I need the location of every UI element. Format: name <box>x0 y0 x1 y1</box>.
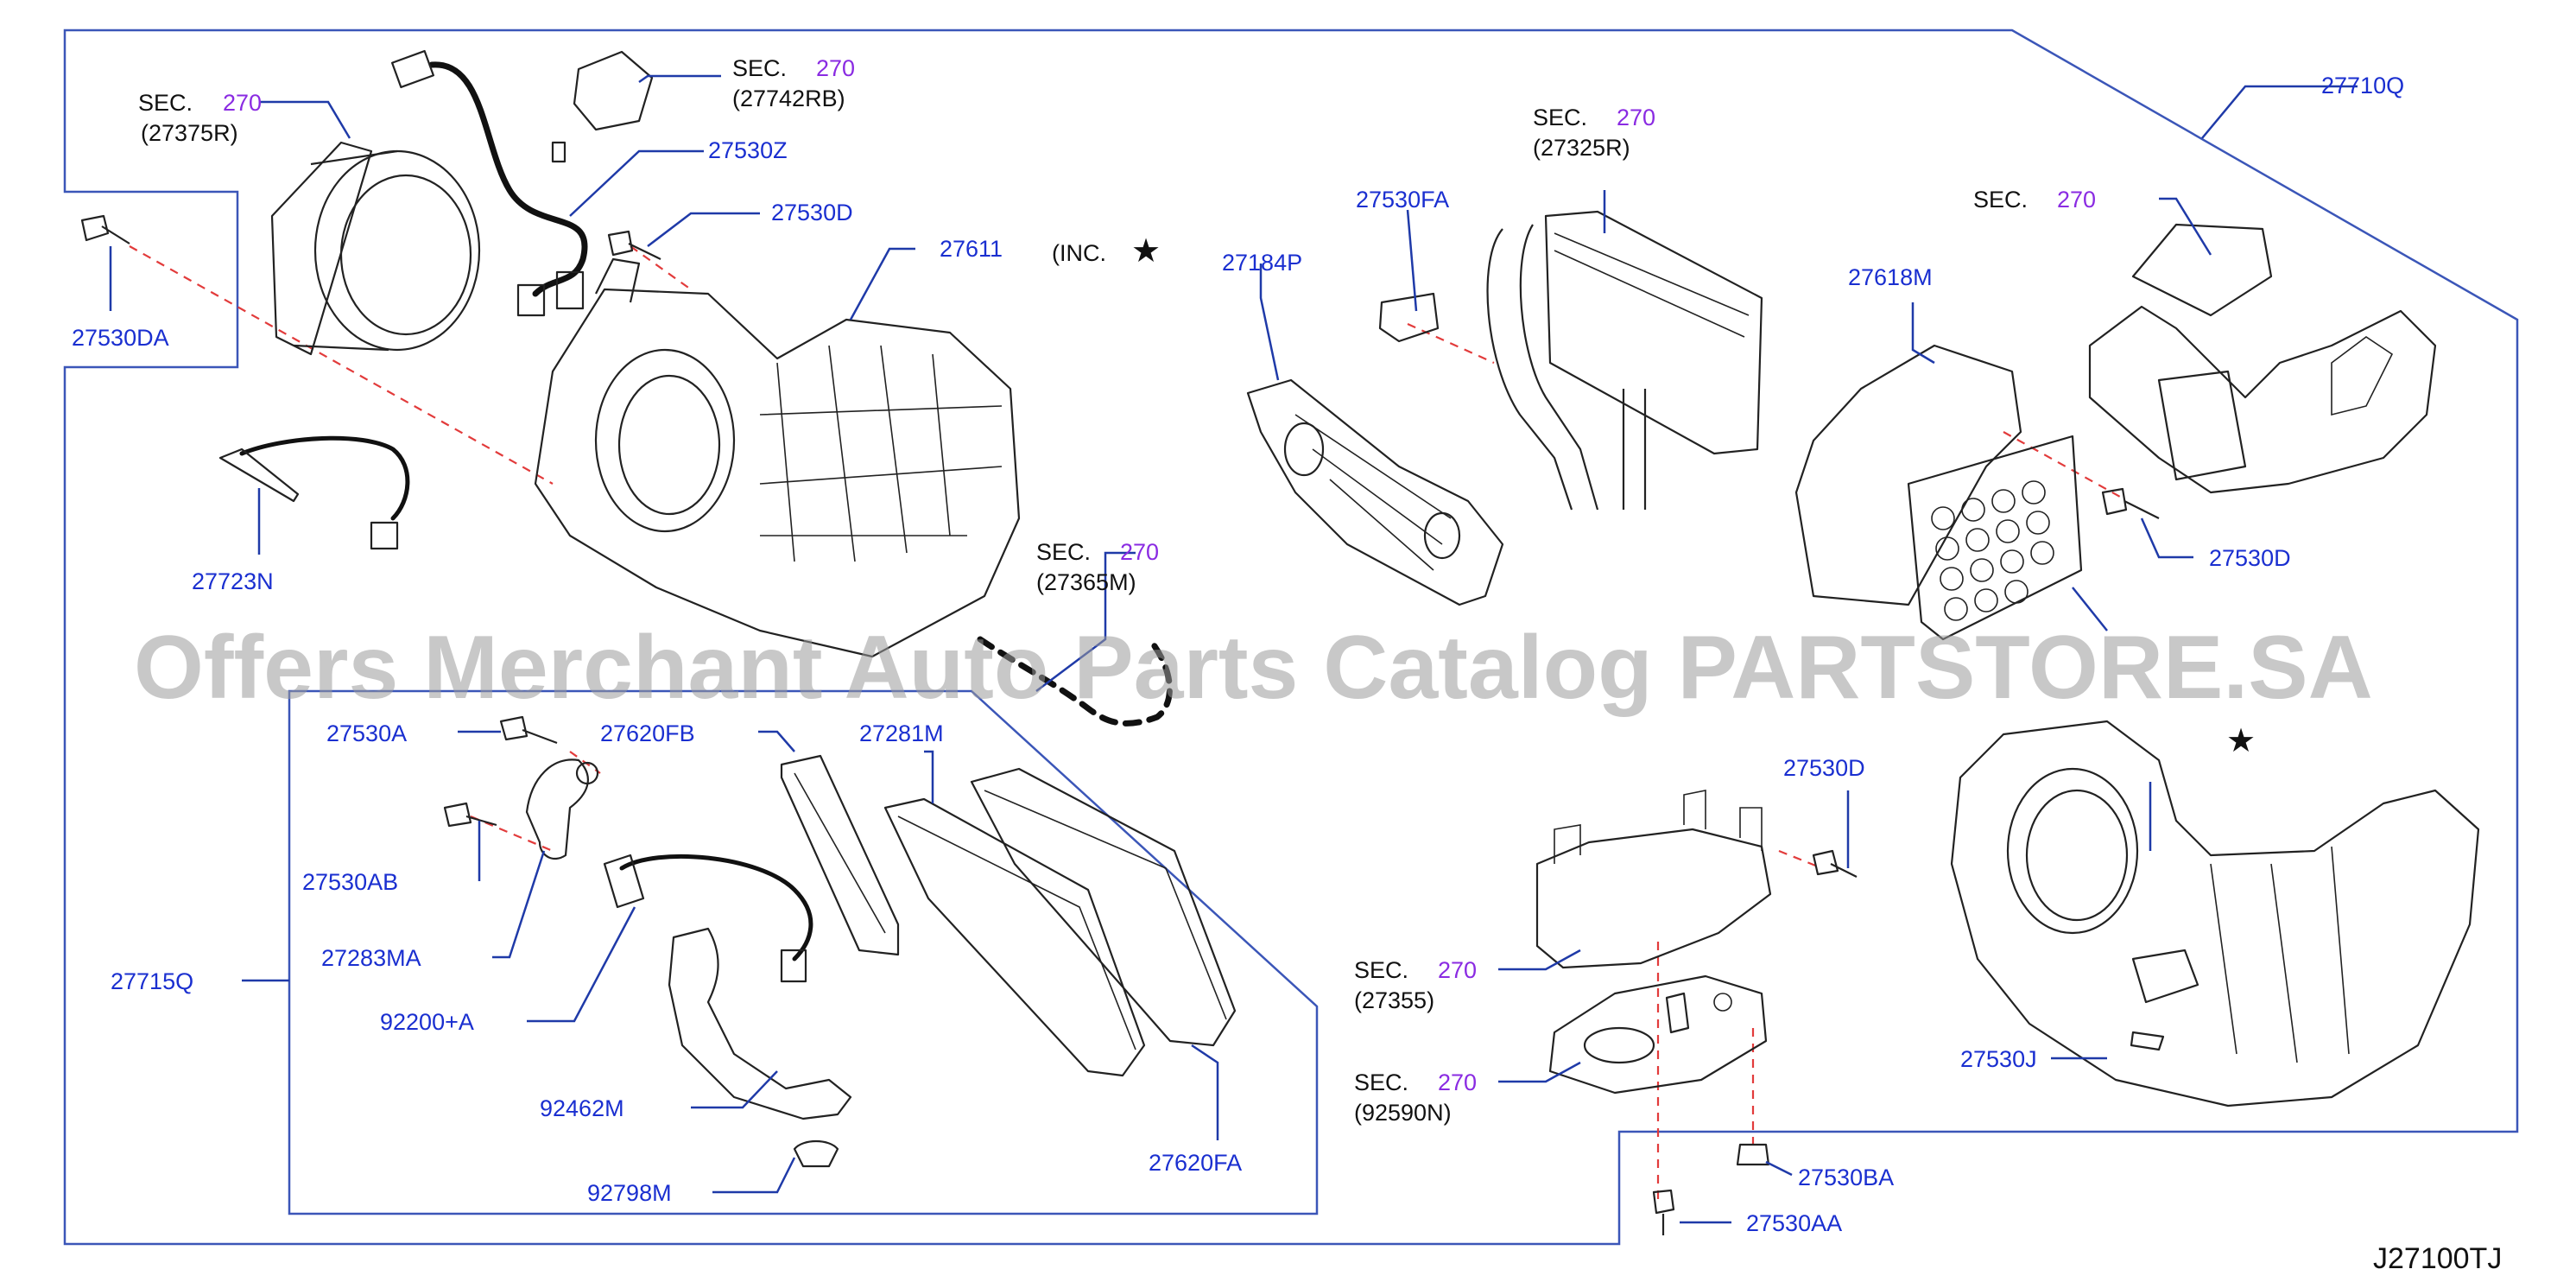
part-label-27620fb[interactable]: 27620FB <box>600 720 695 746</box>
heater-core-illustration <box>1486 210 1763 511</box>
svg-text:SEC.: SEC. <box>1973 187 2028 213</box>
sec-ref-duct[interactable]: SEC. 270 <box>1973 187 2096 213</box>
part-label-27184p[interactable]: 27184P <box>1222 250 1302 276</box>
svg-text:(27325R): (27325R) <box>1533 135 1630 161</box>
svg-text:270: 270 <box>816 55 855 81</box>
svg-text:SEC.: SEC. <box>732 55 787 81</box>
mount-plate-illustration <box>1548 974 1768 1095</box>
svg-text:(27375R): (27375R) <box>141 120 238 146</box>
svg-text:270: 270 <box>1120 539 1159 565</box>
part-label-92798m[interactable]: 92798M <box>587 1180 672 1206</box>
diagram-code: J27100TJ <box>2373 1242 2502 1275</box>
svg-text:SEC.: SEC. <box>1354 1069 1408 1095</box>
watermark: Offers Merchant Auto Parts Catalog PARTS… <box>134 618 2373 718</box>
svg-text:270: 270 <box>1617 105 1655 130</box>
part-label-27715q[interactable]: 27715Q <box>111 968 193 994</box>
part-label-27530aa[interactable]: 27530AA <box>1746 1210 1842 1236</box>
screw-illustrations <box>80 214 2160 1235</box>
part-label-27530z[interactable]: 27530Z <box>708 137 788 163</box>
air-filter-illustration <box>883 767 1237 1077</box>
blower-motor-illustration <box>270 141 481 356</box>
mount-bracket-illustration <box>1535 790 1772 969</box>
sec-ref-27375r[interactable]: SEC. 270 (27375R) <box>138 90 262 146</box>
svg-text:SEC.: SEC. <box>138 90 193 116</box>
part-label-92462m[interactable]: 92462M <box>540 1095 624 1121</box>
svg-text:270: 270 <box>223 90 262 116</box>
sec-ref-27742rb[interactable]: SEC. 270 (27742RB) <box>732 55 855 111</box>
cover-illustration <box>1794 344 2083 641</box>
svg-text:270: 270 <box>2057 187 2096 213</box>
inc-note: (INC. <box>1052 240 1106 266</box>
filter-frame-illustration <box>780 754 900 956</box>
part-label-27530fa[interactable]: 27530FA <box>1356 187 1449 213</box>
sub-assembly-frame <box>288 689 1319 1215</box>
part-label-27620fa[interactable]: 27620FA <box>1149 1150 1242 1176</box>
part-label-27611[interactable]: 27611 <box>940 236 1003 262</box>
svg-text:(27355): (27355) <box>1354 987 1434 1013</box>
part-label-27530d-right[interactable]: 27530D <box>2209 545 2291 571</box>
sec-ref-27365m[interactable]: SEC. 270 (27365M) <box>1036 539 1159 595</box>
svg-text:(27365M): (27365M) <box>1036 569 1136 595</box>
drain-wire-illustration <box>977 636 1173 727</box>
part-label-27530j[interactable]: 27530J <box>1960 1046 2037 1072</box>
svg-text:SEC.: SEC. <box>1354 957 1408 983</box>
part-label-27281m[interactable]: 27281M <box>859 720 944 746</box>
part-label-27723n[interactable]: 27723N <box>192 568 274 594</box>
part-labels: 27530Z 27530D 27611 27530DA 27723N 27184… <box>72 73 2404 1236</box>
heater-unit-illustration <box>534 257 1021 658</box>
evaporator-illustration <box>1246 292 1504 606</box>
cooling-unit-illustration <box>1950 720 2480 1107</box>
part-label-27530ba[interactable]: 27530BA <box>1798 1165 1894 1190</box>
bracket-illustration <box>525 758 599 860</box>
duct-illustration <box>2088 223 2437 494</box>
part-label-27283ma[interactable]: 27283MA <box>321 945 421 971</box>
star-marker-unit: ★ <box>2226 723 2256 759</box>
part-label-27530a[interactable]: 27530A <box>326 720 407 746</box>
svg-text:270: 270 <box>1438 1069 1477 1095</box>
sensor-illustration <box>218 435 410 550</box>
part-label-27530da[interactable]: 27530DA <box>72 325 169 351</box>
star-marker: ★ <box>1131 233 1161 270</box>
part-label-27618m[interactable]: 27618M <box>1848 264 1933 290</box>
svg-text:270: 270 <box>1438 957 1477 983</box>
sec-ref-27355[interactable]: SEC. 270 (27355) <box>1354 957 1477 1013</box>
part-label-27530d-mid[interactable]: 27530D <box>1783 755 1865 781</box>
svg-text:SEC.: SEC. <box>1036 539 1091 565</box>
leader-lines <box>109 74 2358 1224</box>
part-label-27530d-top[interactable]: 27530D <box>771 200 853 225</box>
hose-illustration <box>603 854 852 1168</box>
part-label-27710q[interactable]: 27710Q <box>2321 73 2404 98</box>
assembly-frame <box>63 29 2519 1246</box>
svg-text:(92590N): (92590N) <box>1354 1100 1452 1126</box>
svg-text:SEC.: SEC. <box>1533 105 1587 130</box>
svg-text:(27742RB): (27742RB) <box>732 86 845 111</box>
part-label-92200a[interactable]: 92200+A <box>380 1009 474 1035</box>
section-refs: SEC. 270 (27375R) SEC. 270 (27742RB) SEC… <box>138 55 2096 1126</box>
part-label-27530ab[interactable]: 27530AB <box>302 869 398 895</box>
sec-ref-27325r[interactable]: SEC. 270 (27325R) <box>1533 105 1655 161</box>
wire-harness-illustration <box>390 49 654 317</box>
sec-ref-92590n[interactable]: SEC. 270 (92590N) <box>1354 1069 1477 1126</box>
